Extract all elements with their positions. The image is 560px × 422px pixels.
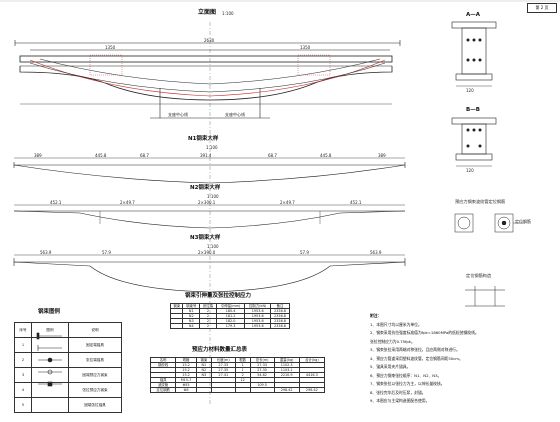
n1-drawing	[13, 157, 406, 184]
n1-dim-7: 389	[378, 153, 386, 158]
note-item: 4、预应力管道采用塑料波纹管，定位钢筋间距50cm。	[370, 355, 463, 361]
duct-detail-title: 预应力钢束波纹管定位钢筋	[455, 199, 506, 204]
material-table-title: 预应力材料数量汇总表	[192, 347, 248, 353]
n1-dim-3: 68.7	[140, 153, 149, 158]
n2-dim-1: 452.1	[50, 200, 62, 205]
legend-header-symbol: 图例	[31, 322, 69, 338]
note-item: 9、本图应与主梁构造图配合使用。	[370, 398, 430, 403]
legend-header-desc: 说明	[68, 322, 122, 338]
n1-dim-1: 389	[34, 153, 42, 158]
note-item: 2、钢束采用抗拉强度标准值为fpk=1860MPa的低松弛钢绞线。	[370, 330, 479, 335]
elevation-right-dim: 1350	[300, 45, 311, 50]
control-table-title: 钢束引伸量及张拉控制应力	[185, 293, 252, 299]
elevation-title: 立面图	[198, 9, 217, 16]
n1-title: N1钢束大样	[188, 136, 219, 142]
page-number: 第 2 页	[527, 3, 557, 13]
duct-detail-drawing	[454, 213, 525, 233]
n3-dim-2: 57.9	[102, 250, 111, 255]
n2-dim-4: 452.1	[350, 200, 362, 205]
bearing-left-label: 支座中心线	[168, 112, 188, 117]
n2-dim-3: 2×49.7	[280, 200, 295, 205]
n3-scale: 1:100	[207, 244, 219, 249]
elevation-left-dim: 1350	[105, 45, 116, 50]
n3-dim-1: 563.9	[40, 250, 52, 255]
n2-title: N2钢束大样	[190, 185, 221, 191]
elevation-drawing	[14, 22, 401, 405]
note-item: 5、锚具采用夹片锚具。	[370, 364, 411, 369]
n2-dim-2: 2×49.7	[120, 200, 135, 205]
bearing-right-label: 支座中心线	[225, 112, 245, 117]
legend-header-no: 序号	[14, 322, 32, 338]
anchor-detail-title: 定位钢筋构造	[466, 273, 492, 278]
notes-block: 附注： 1、本图尺寸均以厘米为单位。 2、钢束采用抗拉强度标准值为fpk=186…	[370, 312, 556, 406]
note-item: 6、预应力钢束张拉顺序：N1、N2、N3。	[370, 372, 442, 378]
anchor-detail-drawing	[465, 286, 505, 307]
section-b-dim: 120	[466, 168, 474, 173]
elevation-total-dim: 2630	[204, 38, 215, 43]
n1-scale: 1:100	[206, 145, 218, 150]
duct-detail-label: 定位钢筋	[515, 219, 531, 224]
notes-heading: 附注：	[370, 313, 382, 318]
n2-dim-mid: 2×300.1	[198, 200, 216, 205]
elevation-scale: 1:100	[222, 11, 234, 16]
note-item: 1、本图尺寸均以厘米为单位。	[370, 321, 422, 327]
note-item: 3、钢束张拉采用两端对称张拉，且应两侧对称进行。	[370, 347, 460, 352]
n1-dim-5: 68.7	[268, 153, 277, 158]
section-a-dim: 120	[466, 88, 474, 93]
n2-drawing	[13, 204, 406, 229]
n1-dim-6: 445.8	[320, 153, 332, 158]
n3-dim-4: 57.9	[300, 250, 309, 255]
n3-dim-mid: 2×390.0	[198, 250, 216, 255]
note-item: 7、钢束张拉以张拉力为主，以伸长量校核。	[370, 381, 445, 386]
note-item: 8、张拉完毕后及时压浆，封锚。	[370, 389, 426, 395]
n3-title: N3钢束大样	[190, 235, 221, 241]
section-b-title: B—B	[466, 107, 480, 113]
n2-scale: 1:100	[207, 194, 219, 199]
section-a-title: A—A	[466, 12, 481, 18]
n1-dim-4: 391.4	[200, 153, 212, 158]
n1-dim-2: 445.8	[95, 153, 107, 158]
note-item: 张拉控制应力为0.75fpk。	[370, 338, 415, 344]
section-b-drawing	[451, 117, 497, 167]
legend-title: 钢束图例	[38, 309, 61, 315]
n3-dim-5: 563.9	[370, 250, 382, 255]
section-a-drawing	[451, 21, 497, 87]
n3-drawing	[13, 254, 406, 293]
